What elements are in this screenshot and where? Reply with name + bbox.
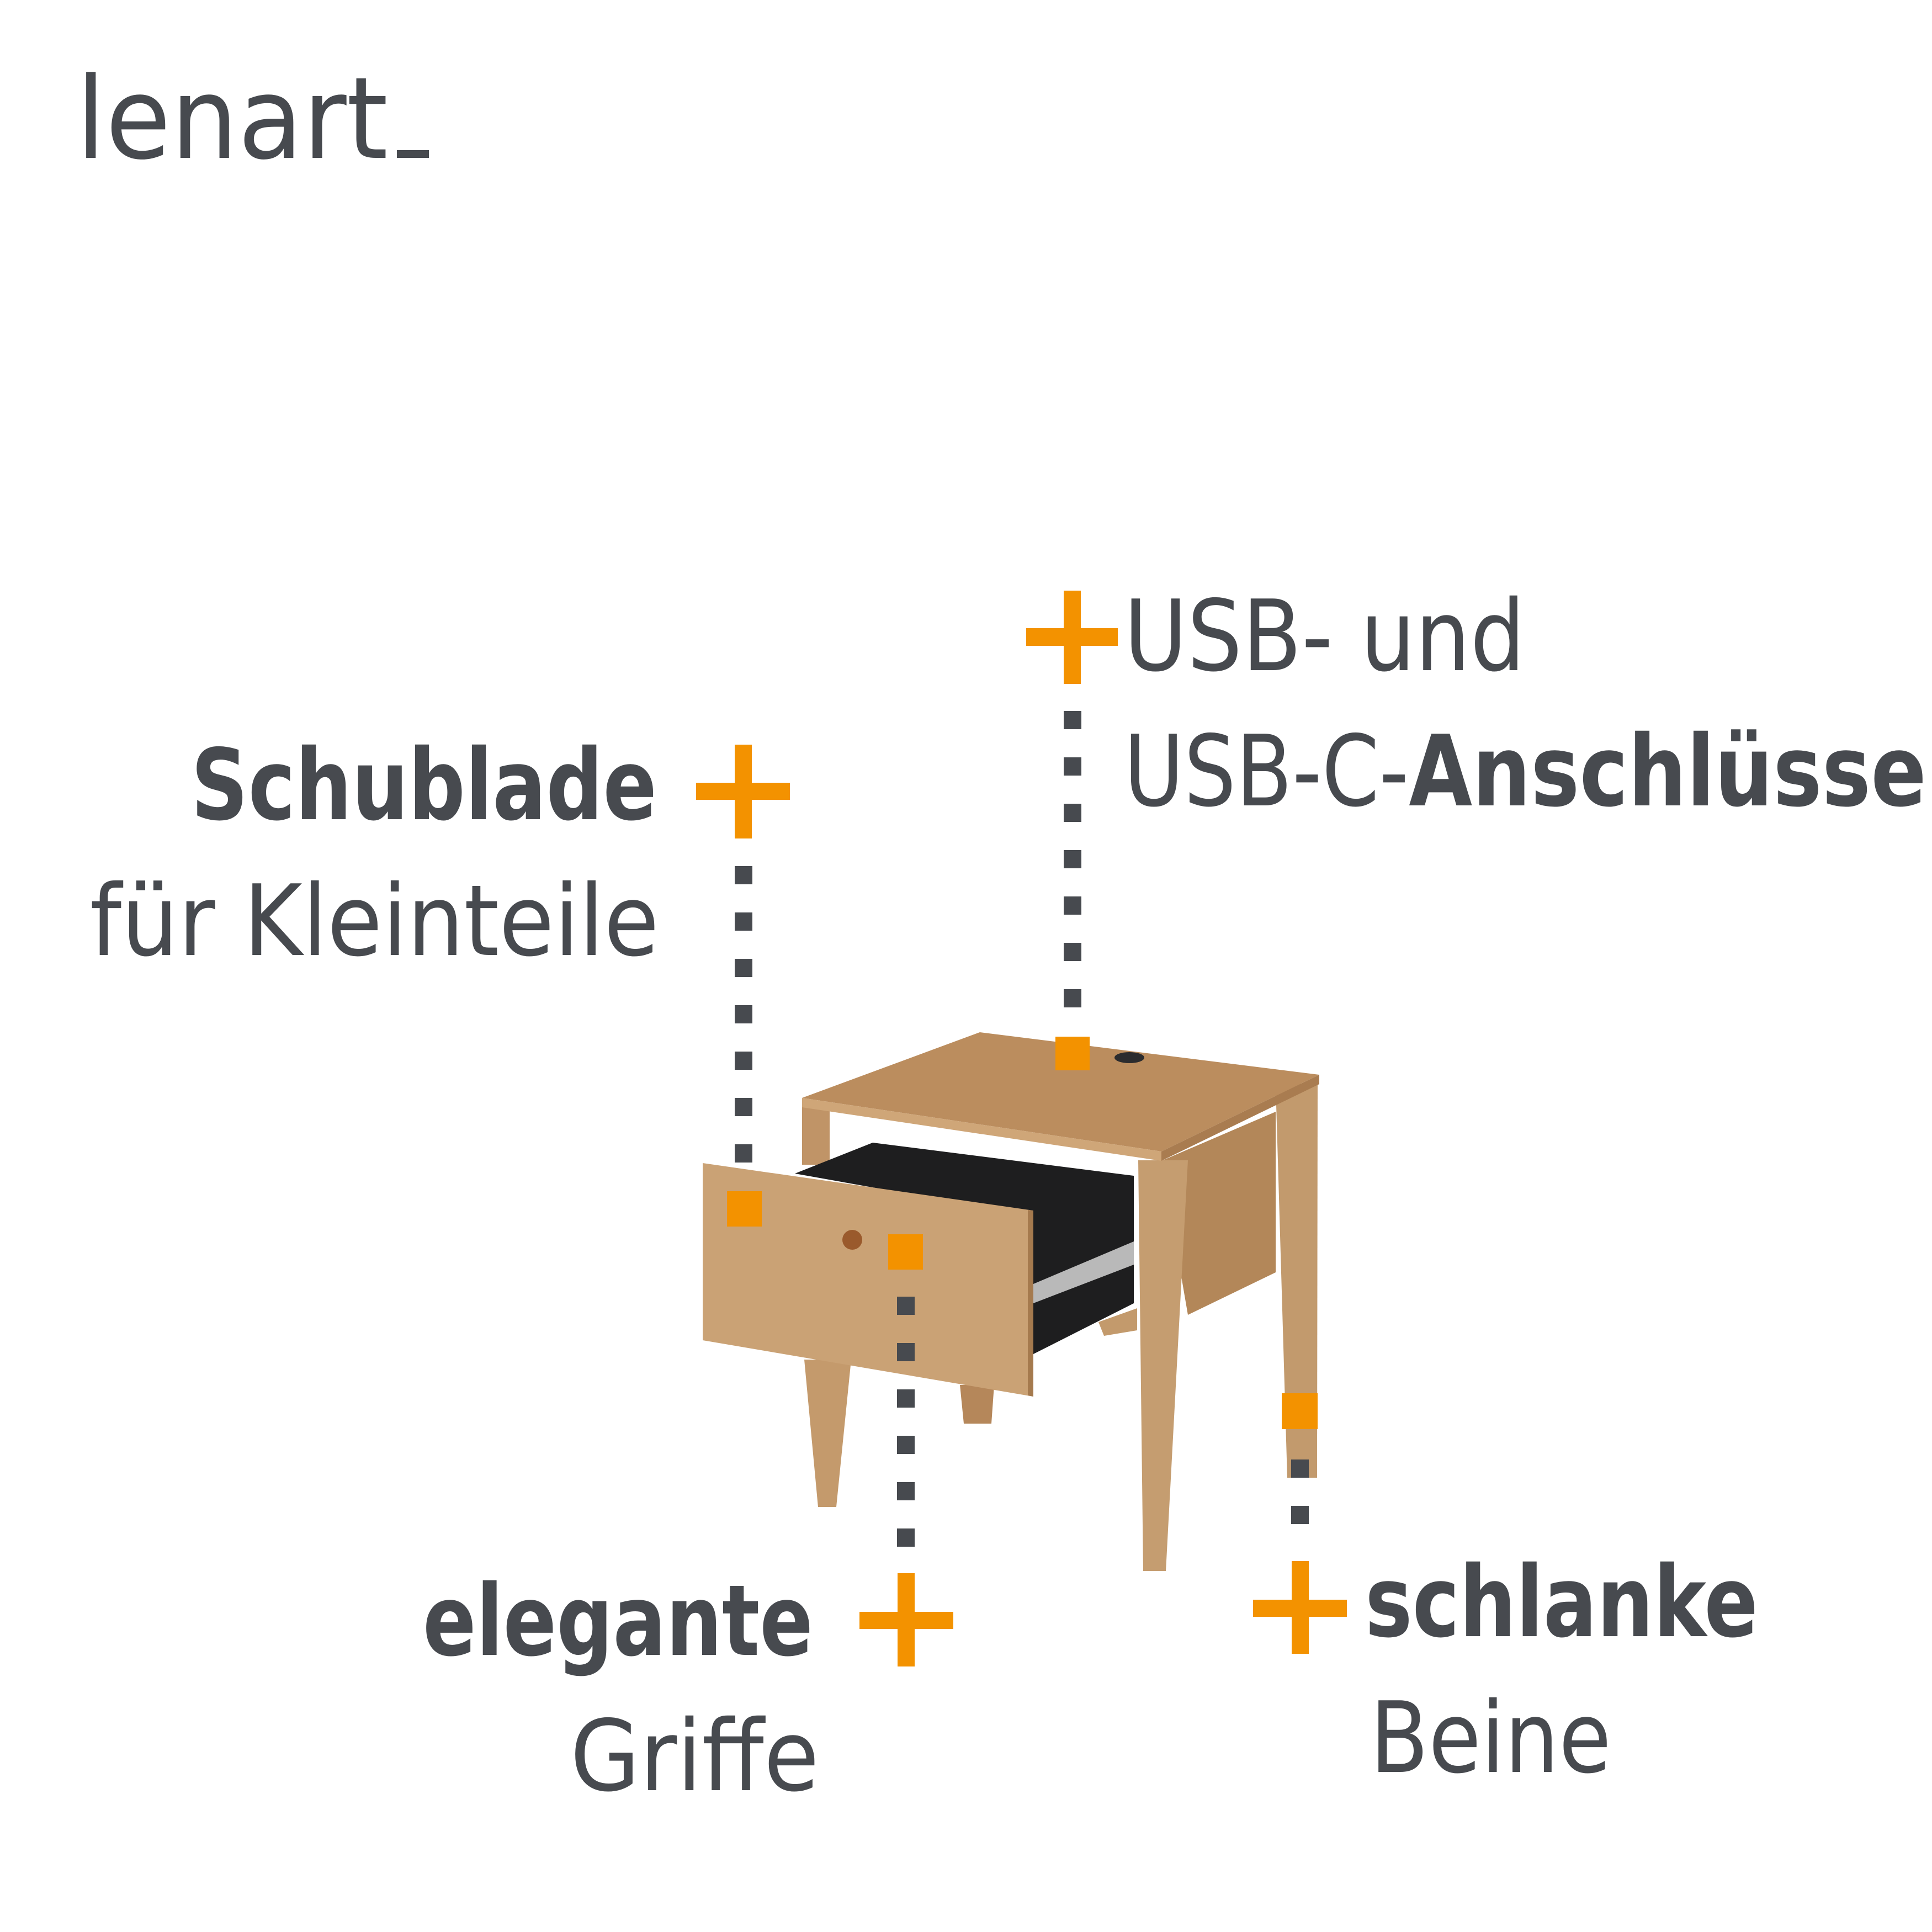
callout-drawer: Schublade für Kleinteile [90,728,790,1227]
leader-dot [735,959,752,977]
leader-dot [897,1343,915,1361]
square-marker [1282,1393,1318,1429]
callout-legs: schlanke Beine [1253,1393,1758,1795]
leader-dot [1064,804,1081,822]
bottom-shelf [1098,1308,1137,1336]
logo-text: lenart [76,54,388,185]
leader-dot [735,1098,752,1116]
plus-icon [1026,591,1118,684]
leader-dot [897,1389,915,1408]
plus-icon [1253,1561,1347,1654]
square-marker [727,1191,762,1227]
drawer-knob [842,1230,862,1250]
dotted-leader-line [897,1297,915,1547]
callout-usb-line2: USB-C-Anschlüsse [1124,714,1926,829]
plus-icon [696,745,790,838]
dotted-leader-line [1064,711,1081,1007]
leader-dot [897,1528,915,1547]
leader-dot [735,866,752,884]
drawer-interior [795,1143,1134,1354]
leader-dot [897,1482,915,1500]
back-left-leg [960,1385,994,1424]
drawer-front-edge [1028,1210,1033,1397]
leader-dot [735,1005,752,1023]
side-panel [1161,1112,1276,1315]
leader-dot [735,1144,752,1163]
tabletop [802,1032,1319,1151]
leader-dot [1064,896,1081,915]
square-marker [1055,1037,1090,1070]
callout-drawer-subtitle: für Kleinteile [90,864,659,978]
leader-dot [1291,1459,1309,1478]
front-right-leg [1138,1160,1188,1571]
callout-usb: USB- und USB-C-Anschlüsse [1026,579,1926,1070]
logo-underscore [397,150,429,158]
square-marker [888,1234,923,1270]
leader-dot [735,912,752,931]
drawer-front [703,1163,1033,1397]
brand-logo: lenart [76,54,429,185]
dotted-leader-line [1291,1459,1309,1524]
callout-handles: elegante Griffe [423,1234,953,1813]
callout-drawer-title: Schublade [191,728,657,842]
tabletop-side-edge [1161,1075,1319,1161]
callout-usb-line2-regular: USB-C- [1124,714,1409,829]
usb-port-icon [1114,1052,1144,1063]
leader-dot [1064,711,1081,729]
leader-dot [897,1297,915,1315]
leader-dot [1291,1506,1309,1524]
leader-dot [1064,943,1081,961]
nightstand-image [703,1032,1319,1571]
dotted-leader-line [735,866,752,1163]
callout-handles-subtitle: Griffe [570,1699,819,1813]
leader-dot [1064,757,1081,776]
leader-dot [1064,989,1081,1007]
callout-legs-title: schlanke [1365,1545,1758,1659]
callout-legs-subtitle: Beine [1370,1681,1611,1795]
callout-usb-line1: USB- und [1124,579,1525,693]
tabletop-front-edge [802,1098,1161,1161]
leader-dot [735,1052,752,1070]
back-right-leg [1276,1082,1318,1478]
drawer-slide-rail [1033,1241,1134,1303]
plus-icon [859,1573,953,1666]
front-left-leg [804,1360,851,1507]
leader-dot [897,1436,915,1454]
leader-dot [1064,850,1081,868]
callout-handles-title: elegante [423,1564,813,1678]
callout-usb-line2-bold: Anschlüsse [1409,714,1926,829]
left-side-panel [802,1106,830,1165]
